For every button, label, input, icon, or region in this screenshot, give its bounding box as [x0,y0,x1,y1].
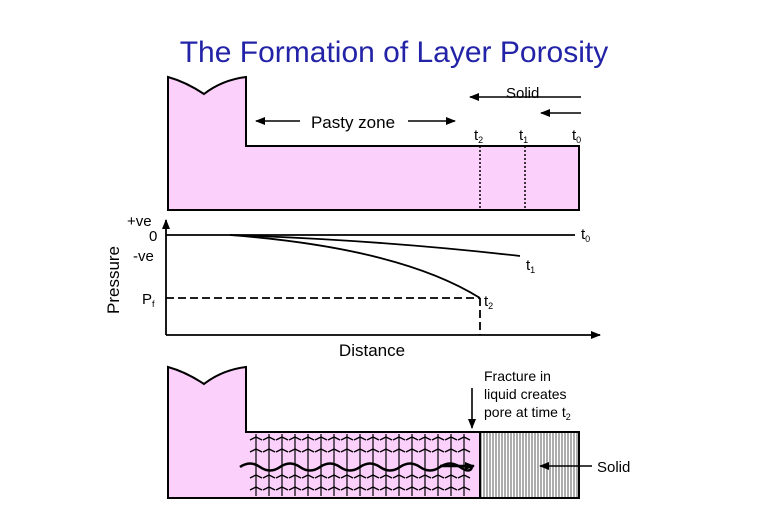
top-solid-label: Solid [506,85,539,102]
bottom-mold-shape [167,365,481,499]
dendrite-arm [275,486,289,491]
top-label-t0: t0 [572,127,581,145]
dendrite-arm [314,436,328,441]
dendrite-arm [418,448,432,453]
dendrite-arm [327,486,341,491]
dendrite-arm [379,448,393,453]
tick-zero: 0 [149,228,157,245]
curve-t2 [229,234,481,299]
dendrite-arm [379,474,393,479]
dendrite-arm [392,474,406,479]
dendrite-arm [353,474,367,479]
dendrite-arm [444,474,458,479]
dendrite-arm [431,436,445,441]
dendrite-arm [275,474,289,479]
fracture-annotation: Fracture in liquid creates pore at time … [484,368,571,422]
dendrite-network [249,434,471,496]
y-axis-label: Pressure [104,246,123,314]
dendrite-arm [353,436,367,441]
tick-pf: Pf [142,291,155,309]
dendrite-arm [340,448,354,453]
dendrite-arm [288,448,302,453]
curve-label-t1: t1 [526,257,535,275]
dendrite-arm [444,436,458,441]
pasty-zone-label: Pasty zone [311,113,395,132]
tick-positive: +ve [127,213,152,230]
dendrite-arm [288,486,302,491]
slide-title: The Formation of Layer Porosity [180,36,609,69]
dendrite-arm [327,448,341,453]
dendrite-arm [418,474,432,479]
dendrite-arm [392,436,406,441]
dendrite-arm [366,474,380,479]
dendrite-arm [405,436,419,441]
dendrite-arm [275,436,289,441]
dendrite-arm [379,436,393,441]
dendrite-arm [340,486,354,491]
dendrite-arm [301,448,315,453]
dendrite-arm [262,474,276,479]
dendrite-arm [249,436,263,441]
dendrite-arm [301,436,315,441]
curve-label-t2: t2 [484,293,493,311]
dendrite-arm [418,486,432,491]
dendrite-arm [431,486,445,491]
dendrite-arm [366,436,380,441]
dendrite-arm [418,436,432,441]
dendrite-arm [444,448,458,453]
dendrite-arm [405,486,419,491]
bottom-solid-label: Solid [597,459,630,476]
solid-hatched-region [479,431,580,499]
dendrite-arm [327,474,341,479]
dendrite-arm [392,448,406,453]
top-label-t2: t2 [474,127,483,145]
dendrite-arm [457,474,471,479]
x-axis-label: Distance [339,341,405,360]
dendrite-arm [353,448,367,453]
dendrite-arm [340,474,354,479]
dendrite-arm [262,436,276,441]
dendrite-arm [444,486,458,491]
dendrite-arm [353,486,367,491]
dendrite-arm [288,474,302,479]
dendrite-arm [457,448,471,453]
dendrite-arm [249,448,263,453]
dendrite-arm [275,448,289,453]
dendrite-arm [314,486,328,491]
dendrite-arm [392,486,406,491]
dendrite-arm [262,486,276,491]
dendrite-arm [249,474,263,479]
dendrite-arm [457,486,471,491]
dendrite-arm [457,436,471,441]
dendrite-arm [301,474,315,479]
dendrite-arm [431,448,445,453]
top-mold-shape [167,75,580,211]
curve-label-t0: t0 [581,226,590,244]
dendrite-arm [314,448,328,453]
dendrite-arm [340,436,354,441]
dendrite-arm [405,448,419,453]
dendrite-arm [366,486,380,491]
dendrite-arm [249,486,263,491]
dendrite-arm [327,436,341,441]
dendrite-arm [288,436,302,441]
dendrite-arm [314,474,328,479]
dendrite-arm [301,486,315,491]
dendrite-arm [431,474,445,479]
top-label-t1: t1 [519,127,528,145]
dendrite-arm [262,448,276,453]
tick-negative: -ve [133,248,154,265]
dendrite-arm [405,474,419,479]
curve-t1 [229,234,521,257]
dendrite-arm [366,448,380,453]
dendrite-arm [379,486,393,491]
